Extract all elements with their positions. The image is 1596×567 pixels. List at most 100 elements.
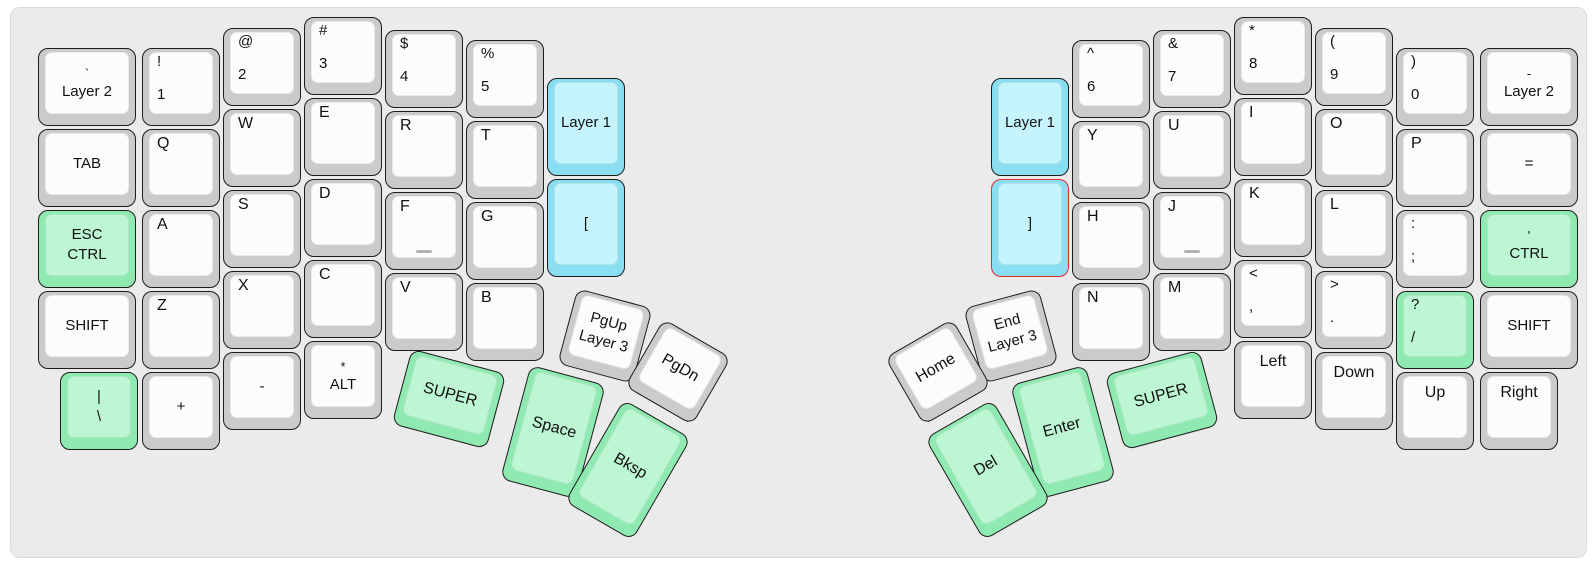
key-f[interactable]: F — [385, 192, 463, 270]
key-equals[interactable]: = — [1480, 129, 1578, 207]
keycap-top: &7 — [1160, 34, 1224, 96]
key-5[interactable]: %5 — [466, 40, 544, 118]
key-q[interactable]: Q — [142, 129, 220, 207]
key-h[interactable]: H — [1072, 202, 1150, 280]
key-label: $ — [400, 35, 409, 52]
key-1[interactable]: !1 — [142, 48, 220, 126]
key-g[interactable]: G — [466, 202, 544, 280]
key-arrow-up[interactable]: Up — [1396, 372, 1474, 450]
keycap-top: *ALT — [311, 345, 375, 407]
key-label: F — [400, 198, 410, 215]
key-z[interactable]: Z — [142, 291, 220, 369]
key-label: TAB — [72, 155, 102, 172]
keycap-top: *8 — [1241, 21, 1305, 83]
key-right-bracket[interactable]: ] — [991, 179, 1069, 277]
key-p[interactable]: P — [1396, 129, 1474, 207]
keycap-top: ] — [998, 183, 1062, 265]
key-w[interactable]: W — [223, 109, 301, 187]
key-x[interactable]: X — [223, 271, 301, 349]
key-u[interactable]: U — [1153, 111, 1231, 189]
key-4[interactable]: $4 — [385, 30, 463, 108]
key-left-bracket[interactable]: [ — [547, 179, 625, 277]
key-quote-ctrl[interactable]: 'CTRL — [1480, 210, 1578, 288]
key-y[interactable]: Y — [1072, 121, 1150, 199]
key-layer1-right[interactable]: Layer 1 — [991, 78, 1069, 176]
keycap-top: G — [473, 206, 537, 268]
key-label: D — [319, 185, 331, 202]
key-label: C — [319, 266, 331, 283]
key-8[interactable]: *8 — [1234, 17, 1312, 95]
key-9[interactable]: (9 — [1315, 28, 1393, 106]
key-label: Bksp — [610, 450, 650, 483]
key-asterisk-alt[interactable]: *ALT — [304, 341, 382, 419]
key-arrow-down[interactable]: Down — [1315, 352, 1393, 430]
key-label: . — [1330, 309, 1335, 326]
key-e[interactable]: E — [304, 98, 382, 176]
key-s[interactable]: S — [223, 190, 301, 268]
key-dash-layer2[interactable]: -Layer 2 — [1480, 48, 1578, 126]
keycap-top: A — [149, 214, 213, 276]
keycap-top: TAB — [45, 133, 129, 195]
key-label: | — [97, 388, 101, 405]
key-label: 6 — [1087, 78, 1096, 95]
key-l[interactable]: L — [1315, 190, 1393, 268]
key-super-left[interactable]: SUPER — [391, 348, 507, 450]
key-3[interactable]: #3 — [304, 17, 382, 95]
key-grave-layer2[interactable]: `Layer 2 — [38, 48, 136, 126]
key-label: S — [238, 196, 249, 213]
key-v[interactable]: V — [385, 273, 463, 351]
key-0[interactable]: )0 — [1396, 48, 1474, 126]
key-shift-left[interactable]: SHIFT — [38, 291, 136, 369]
key-o[interactable]: O — [1315, 109, 1393, 187]
keycap-top: F — [392, 196, 456, 258]
keycap-top: N — [1079, 287, 1143, 349]
key-label: 0 — [1411, 86, 1420, 103]
key-m[interactable]: M — [1153, 273, 1231, 351]
key-label: ; — [1411, 248, 1416, 265]
keycap-top: I — [1241, 102, 1305, 164]
key-period[interactable]: >. — [1315, 271, 1393, 349]
key-2[interactable]: @2 — [223, 28, 301, 106]
key-arrow-left[interactable]: Left — [1234, 341, 1312, 419]
key-d[interactable]: D — [304, 179, 382, 257]
keycap-top: D — [311, 183, 375, 245]
key-i[interactable]: I — [1234, 98, 1312, 176]
key-label: O — [1330, 115, 1343, 132]
key-shift-right[interactable]: SHIFT — [1480, 291, 1578, 369]
key-6[interactable]: ^6 — [1072, 40, 1150, 118]
key-b[interactable]: B — [466, 283, 544, 361]
key-label: @ — [238, 33, 254, 50]
key-semicolon[interactable]: :; — [1396, 210, 1474, 288]
key-a[interactable]: A — [142, 210, 220, 288]
key-label: Space — [529, 413, 579, 443]
key-label: B — [481, 289, 492, 306]
key-comma[interactable]: <, — [1234, 260, 1312, 338]
key-label: ? — [1411, 296, 1420, 313]
key-layer1-left[interactable]: Layer 1 — [547, 78, 625, 176]
key-r[interactable]: R — [385, 111, 463, 189]
key-minus[interactable]: - — [223, 352, 301, 430]
key-7[interactable]: &7 — [1153, 30, 1231, 108]
key-label: # — [319, 22, 328, 39]
key-label: 3 — [319, 55, 328, 72]
key-pipe-backslash[interactable]: |\ — [60, 372, 138, 450]
key-t[interactable]: T — [466, 121, 544, 199]
key-j[interactable]: J — [1153, 192, 1231, 270]
key-slash[interactable]: ?/ — [1396, 291, 1474, 369]
keycap-top: L — [1322, 194, 1386, 256]
key-n[interactable]: N — [1072, 283, 1150, 361]
key-arrow-right[interactable]: Right — [1480, 372, 1558, 450]
keycap-top: >. — [1322, 275, 1386, 337]
key-tab[interactable]: TAB — [38, 129, 136, 207]
key-k[interactable]: K — [1234, 179, 1312, 257]
key-super-right[interactable]: SUPER — [1104, 349, 1220, 451]
keycap-top: J — [1160, 196, 1224, 258]
keycap-top: Layer 1 — [998, 82, 1062, 164]
homing-bar — [1184, 250, 1200, 253]
key-label: SUPER — [1132, 380, 1190, 412]
key-c[interactable]: C — [304, 260, 382, 338]
key-plus[interactable]: + — [142, 372, 220, 450]
keycap-top: #3 — [311, 21, 375, 83]
